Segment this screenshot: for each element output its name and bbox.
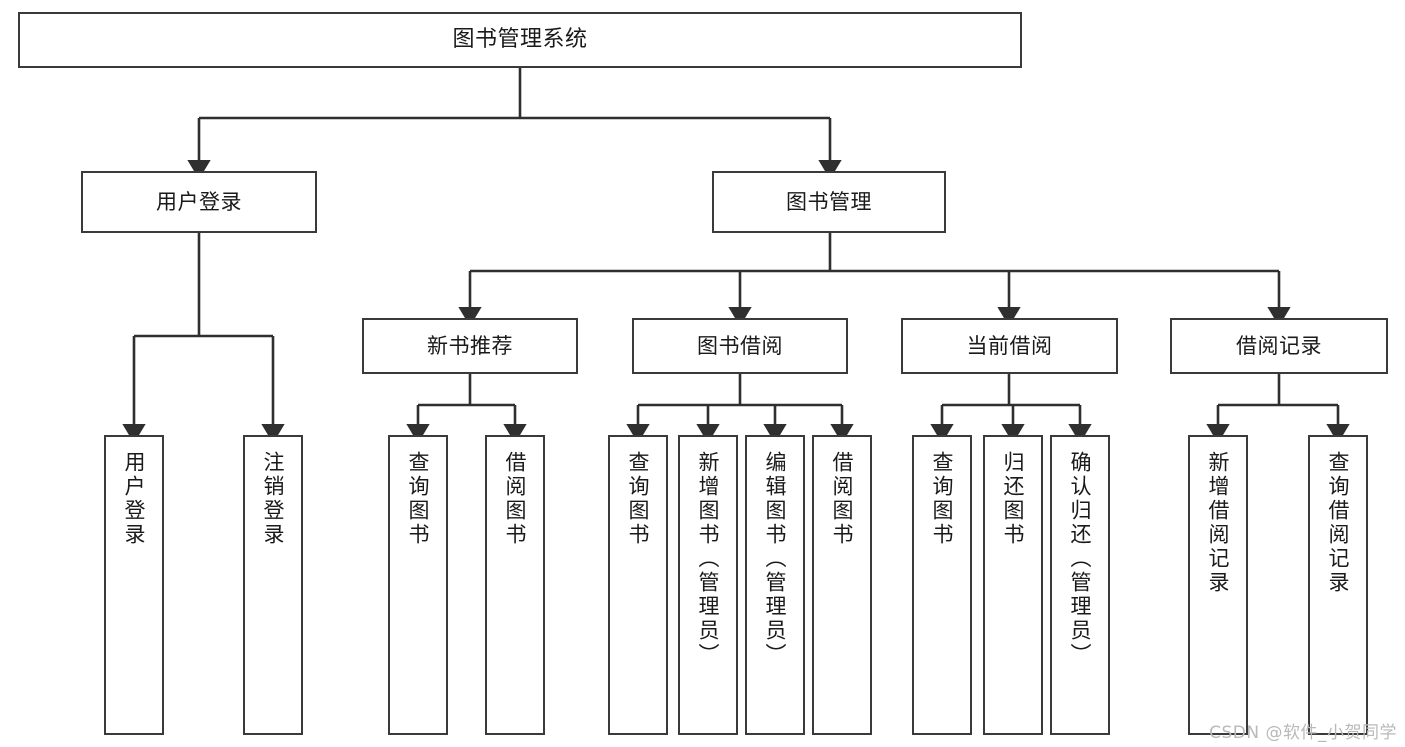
node-leaf-query-book-borrow[interactable]: 查询图书 <box>608 435 668 735</box>
node-label: 注销登录 <box>261 451 286 547</box>
node-leaf-edit-book-admin[interactable]: 编辑图书（管理员） <box>745 435 805 735</box>
node-book-borrow[interactable]: 图书借阅 <box>632 318 848 374</box>
node-leaf-add-borrow-record[interactable]: 新增借阅记录 <box>1188 435 1248 735</box>
node-leaf-user-login[interactable]: 用户登录 <box>104 435 164 735</box>
node-label: 新增图书（管理员） <box>696 451 721 667</box>
node-new-book-recommend[interactable]: 新书推荐 <box>362 318 578 374</box>
node-leaf-add-book-admin[interactable]: 新增图书（管理员） <box>678 435 738 735</box>
node-leaf-query-borrow-record[interactable]: 查询借阅记录 <box>1308 435 1368 735</box>
node-label: 新增借阅记录 <box>1206 451 1231 595</box>
node-label: 查询图书 <box>930 451 955 547</box>
node-label: 借阅图书 <box>830 451 855 547</box>
node-label: 新书推荐 <box>427 333 513 358</box>
node-label: 当前借阅 <box>966 333 1053 358</box>
node-current-borrow[interactable]: 当前借阅 <box>901 318 1118 374</box>
node-label: 图书借阅 <box>697 333 783 358</box>
node-leaf-borrow-book[interactable]: 借阅图书 <box>812 435 872 735</box>
node-borrow-record[interactable]: 借阅记录 <box>1170 318 1388 374</box>
node-book-management[interactable]: 图书管理 <box>712 171 946 233</box>
node-label: 查询图书 <box>626 451 651 547</box>
node-label: 查询借阅记录 <box>1326 451 1351 595</box>
node-label: 图书管理系统 <box>452 27 588 53</box>
node-root-system[interactable]: 图书管理系统 <box>18 12 1022 68</box>
node-label: 查询图书 <box>406 451 431 547</box>
node-leaf-user-logout[interactable]: 注销登录 <box>243 435 303 735</box>
node-label: 归还图书 <box>1001 451 1026 547</box>
node-leaf-return-book[interactable]: 归还图书 <box>983 435 1043 735</box>
node-label: 用户登录 <box>156 189 242 214</box>
node-label: 确认归还（管理员） <box>1068 451 1093 667</box>
node-label: 编辑图书（管理员） <box>763 451 788 667</box>
node-label: 图书管理 <box>786 189 872 214</box>
node-label: 借阅记录 <box>1236 333 1322 358</box>
node-leaf-borrow-book-recommend[interactable]: 借阅图书 <box>485 435 545 735</box>
node-leaf-query-book-current[interactable]: 查询图书 <box>912 435 972 735</box>
node-label: 用户登录 <box>122 451 147 547</box>
node-user-login[interactable]: 用户登录 <box>81 171 317 233</box>
csdn-watermark: CSDN @软件_小贺同学 <box>1209 723 1397 743</box>
node-label: 借阅图书 <box>503 451 528 547</box>
node-leaf-query-book-recommend[interactable]: 查询图书 <box>388 435 448 735</box>
node-leaf-confirm-return-admin[interactable]: 确认归还（管理员） <box>1050 435 1110 735</box>
